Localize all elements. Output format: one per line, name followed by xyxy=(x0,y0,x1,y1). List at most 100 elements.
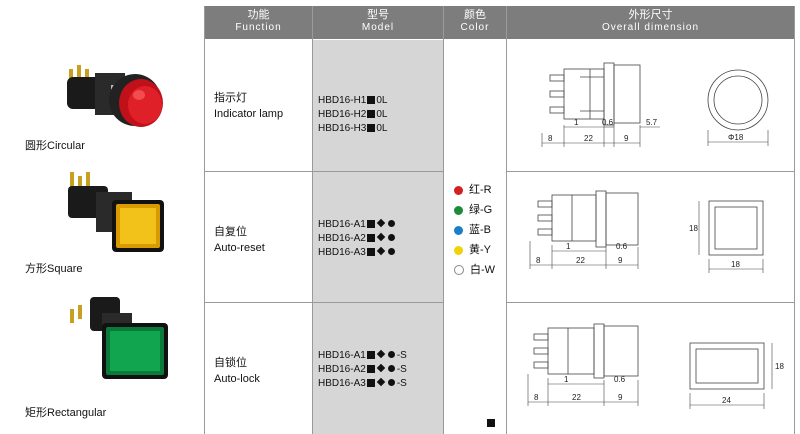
dimension-drawing-rect-side: 8 1 0.6 22 9 xyxy=(527,323,639,406)
divider xyxy=(506,302,794,303)
blue-dot-icon xyxy=(454,225,463,235)
yellow-dot-icon xyxy=(454,245,463,255)
placeholder-square-icon xyxy=(366,248,375,256)
header-model-en: Model xyxy=(361,22,395,33)
color-item-red: 红-R xyxy=(454,180,495,200)
dim-height: 18 xyxy=(689,224,698,233)
placeholder-circle-icon xyxy=(387,351,395,358)
dim-e: 9 xyxy=(618,393,623,402)
dim-c: 0.6 xyxy=(602,118,614,127)
color-item-white: 白-W xyxy=(454,260,495,280)
header-color-cn: 颜色 xyxy=(464,9,486,21)
placeholder-square-icon xyxy=(366,234,375,242)
dim-e: 9 xyxy=(618,256,623,265)
function-en: Auto-reset xyxy=(214,242,265,254)
function-cell-row2: 自复位 Auto-reset xyxy=(214,224,265,256)
color-item-yellow: 黄-Y xyxy=(454,240,495,260)
corner-square-icon xyxy=(487,419,495,427)
dim-c: 0.6 xyxy=(614,375,626,384)
divider xyxy=(204,302,444,303)
dimension-drawing-circular-front: Φ18 xyxy=(707,69,769,146)
placeholder-square-icon xyxy=(366,365,375,373)
dim-d: 22 xyxy=(584,134,593,143)
dim-b: 1 xyxy=(564,375,569,384)
model-code: HBD16-A1 xyxy=(318,218,397,232)
color-list: 红-R 绿-G 蓝-B 黄-Y 白-W xyxy=(454,180,495,280)
model-code: HBD16-A2-S xyxy=(318,363,407,375)
color-item-blue: 蓝-B xyxy=(454,220,495,240)
function-cn: 自锁位 xyxy=(214,357,247,369)
placeholder-square-icon xyxy=(366,379,375,387)
placeholder-square-icon xyxy=(367,110,376,118)
divider xyxy=(506,171,794,172)
model-code: HBD16-A3 xyxy=(318,246,397,260)
green-dot-icon xyxy=(454,205,463,215)
dim-width: 18 xyxy=(731,260,740,269)
header-function: 功能 Function xyxy=(205,6,312,39)
dim-d: 22 xyxy=(576,256,585,265)
dim-f: 5.7 xyxy=(646,118,658,127)
header-dimension-cn: 外形尺寸 xyxy=(628,9,673,21)
header-function-cn: 功能 xyxy=(247,9,270,21)
dim-e: 9 xyxy=(624,134,629,143)
model-cell-row2: HBD16-A1 HBD16-A2 HBD16-A3 xyxy=(318,218,397,260)
dimension-drawing-square-front: 18 18 xyxy=(689,200,764,273)
header-model-cn: 型号 xyxy=(367,9,389,21)
header-color: 颜色 Color xyxy=(444,6,506,39)
header-color-en: Color xyxy=(460,22,490,33)
divider xyxy=(204,6,205,434)
function-cell-row1: 指示灯 Indicator lamp xyxy=(214,90,283,122)
placeholder-circle-icon xyxy=(387,248,395,255)
function-cn: 指示灯 xyxy=(214,92,247,104)
model-cell-row3: HBD16-A1-S HBD16-A2-S HBD16-A3-S xyxy=(318,349,407,391)
placeholder-circle-icon xyxy=(387,220,395,227)
dim-a: 8 xyxy=(534,393,539,402)
divider xyxy=(204,171,444,172)
divider xyxy=(506,6,507,434)
placeholder-diamond-icon xyxy=(376,218,386,228)
dim-diameter: Φ18 xyxy=(728,133,744,142)
placeholder-square-icon xyxy=(367,124,376,132)
header-function-en: Function xyxy=(235,22,282,33)
header-dimension: 外形尺寸 Overall dimension xyxy=(507,6,794,39)
dim-b: 1 xyxy=(574,118,579,127)
function-en: Auto-lock xyxy=(214,373,260,385)
placeholder-diamond-icon xyxy=(376,363,386,373)
dim-height: 18 xyxy=(775,362,784,371)
header-model: 型号 Model xyxy=(313,6,443,39)
function-cn: 自复位 xyxy=(214,226,247,238)
dim-width: 24 xyxy=(722,396,731,405)
divider xyxy=(443,6,444,434)
square-button-image xyxy=(68,172,164,252)
dim-a: 8 xyxy=(548,134,553,143)
dimension-drawing-square-side: 8 1 0.6 22 9 xyxy=(529,190,639,269)
placeholder-circle-icon xyxy=(387,379,395,386)
dimension-drawing-rect-front: 18 24 xyxy=(689,342,784,409)
header-dimension-en: Overall dimension xyxy=(601,22,700,33)
placeholder-diamond-icon xyxy=(376,377,386,387)
shape-label-circular: 圆形Circular xyxy=(25,140,85,152)
model-code: HBD16-A2 xyxy=(318,232,397,246)
model-code: HBD16-A3-S xyxy=(318,377,407,389)
red-dot-icon xyxy=(454,185,463,195)
placeholder-diamond-icon xyxy=(376,349,386,359)
circular-button-image xyxy=(67,65,163,127)
placeholder-circle-icon xyxy=(387,234,395,241)
placeholder-circle-icon xyxy=(387,365,395,372)
placeholder-square-icon xyxy=(367,96,376,104)
white-dot-icon xyxy=(454,265,464,275)
dim-a: 8 xyxy=(536,256,541,265)
color-item-green: 绿-G xyxy=(454,200,495,220)
placeholder-square-icon xyxy=(366,351,375,359)
dimension-drawing-circular-side: 8 1 0.6 22 9 5.7 xyxy=(541,62,660,147)
shape-label-rectangular: 矩形Rectangular xyxy=(25,407,107,419)
rectangular-button-image xyxy=(70,297,168,379)
divider xyxy=(312,6,313,434)
function-cell-row3: 自锁位 Auto-lock xyxy=(214,355,260,387)
placeholder-diamond-icon xyxy=(376,246,386,256)
placeholder-diamond-icon xyxy=(376,232,386,242)
